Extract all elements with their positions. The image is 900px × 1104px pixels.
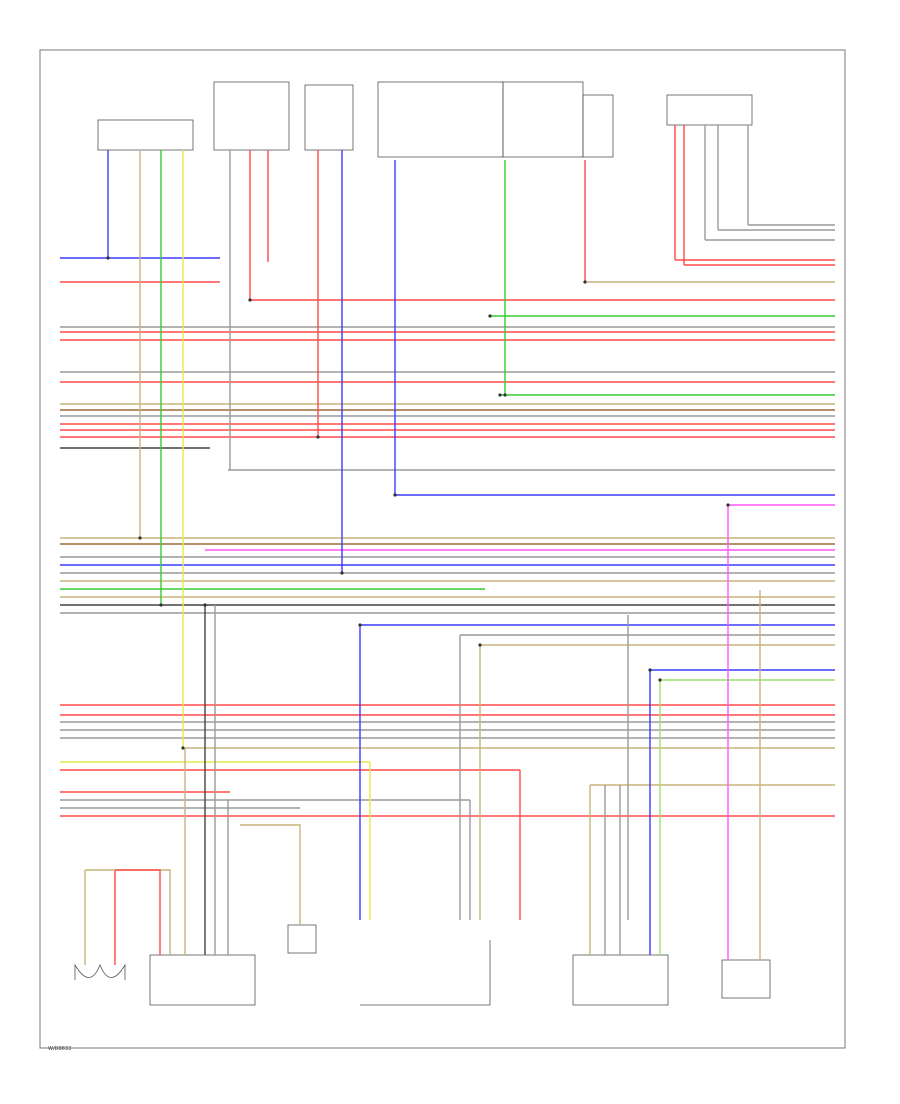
splice-dot [726,503,730,507]
component-box-fuse-panel-3 [582,94,614,158]
component-box-fuse-panel-1 [377,81,504,158]
sensor-wire [240,824,301,925]
splice-dot [203,603,207,607]
motor-wire [115,869,161,955]
splice-dot [340,571,344,575]
component-box-central-control [213,81,290,151]
splice-dot [181,746,185,750]
component-box-right-module [666,94,753,126]
splice-dot [316,435,320,439]
splice-dot [358,623,362,627]
splice-dot [138,536,142,540]
component-box-fuse-panel-2 [502,81,584,158]
motor-wire [85,869,171,955]
splice-dot [248,298,252,302]
bottom-components [74,924,771,1006]
splice-dot [498,393,502,397]
splice-dot [503,393,507,397]
component-box-bottom-far-right [721,959,771,999]
splice-dots-layer [106,256,730,750]
diagram-border [39,49,846,1049]
splice-dot [648,668,652,672]
component-box-left-module [97,119,194,151]
component-box-relay [304,84,354,151]
top-components [97,81,753,158]
splice-dot [159,603,163,607]
splice-dot [488,314,492,318]
component-box-bottom-left [149,954,256,1006]
splice-dot [658,678,662,682]
wires-layer [60,125,835,965]
splice-dot [106,256,110,260]
footer-code: W/D8833 [48,1046,71,1052]
component-box-bottom-small [287,924,317,954]
splice-dot [478,643,482,647]
motor-symbol-icon [74,963,126,980]
splice-dot [393,493,397,497]
splice-dot [583,280,587,284]
component-box-bottom-center [360,940,491,1006]
component-box-bottom-right [572,954,669,1006]
